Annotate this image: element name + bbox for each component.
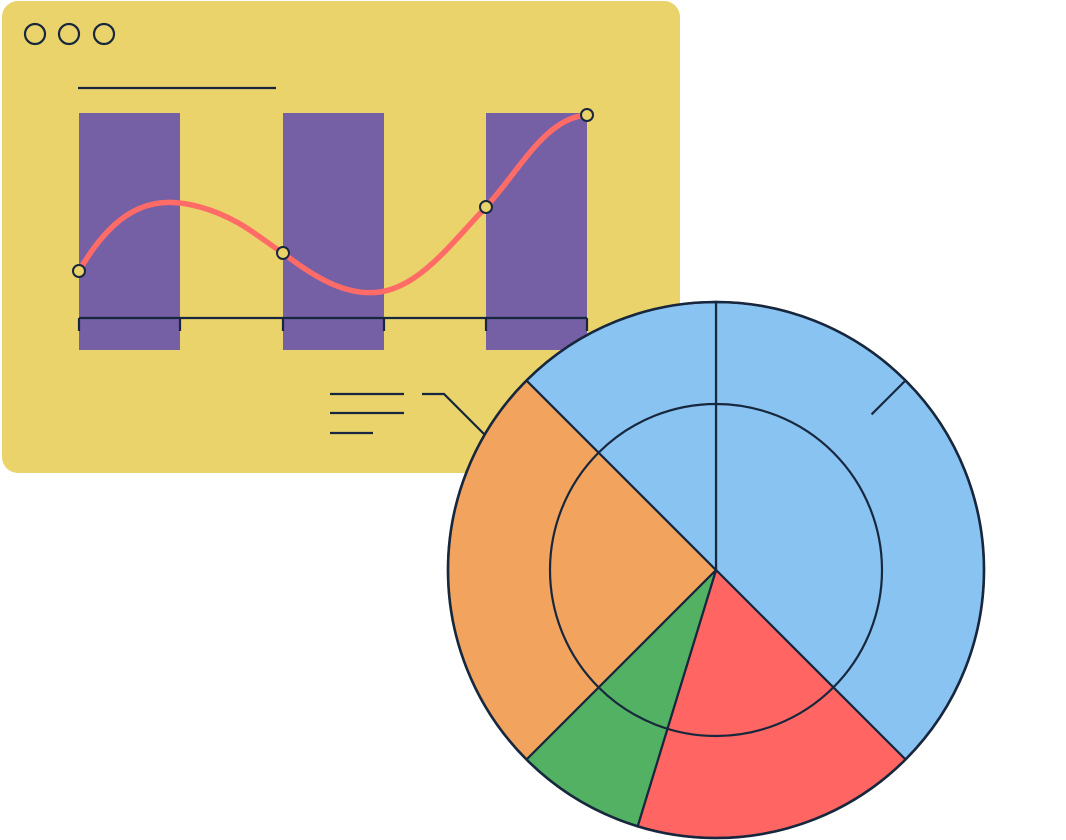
bar-1: [79, 113, 180, 350]
window-dot-2[interactable]: [57, 22, 81, 46]
line-point-3: [479, 200, 493, 214]
bar-3: [486, 113, 587, 350]
line-series: [76, 112, 590, 296]
legend-placeholder: [330, 392, 404, 435]
line-point-4: [580, 108, 594, 122]
bar-series: [79, 113, 587, 350]
line-points: [72, 108, 594, 278]
x-axis: [77, 316, 589, 331]
line-point-1: [72, 264, 86, 278]
donut-inner-ring: [548, 402, 884, 738]
window-dot-3[interactable]: [92, 22, 116, 46]
donut-outer-ring: [446, 300, 986, 840]
donut-chart: [446, 300, 986, 840]
window-dot-1[interactable]: [23, 22, 47, 46]
window-controls: [23, 22, 116, 46]
bar-2: [283, 113, 384, 350]
donut-marker-line: [870, 379, 907, 416]
line-point-2: [276, 246, 290, 260]
